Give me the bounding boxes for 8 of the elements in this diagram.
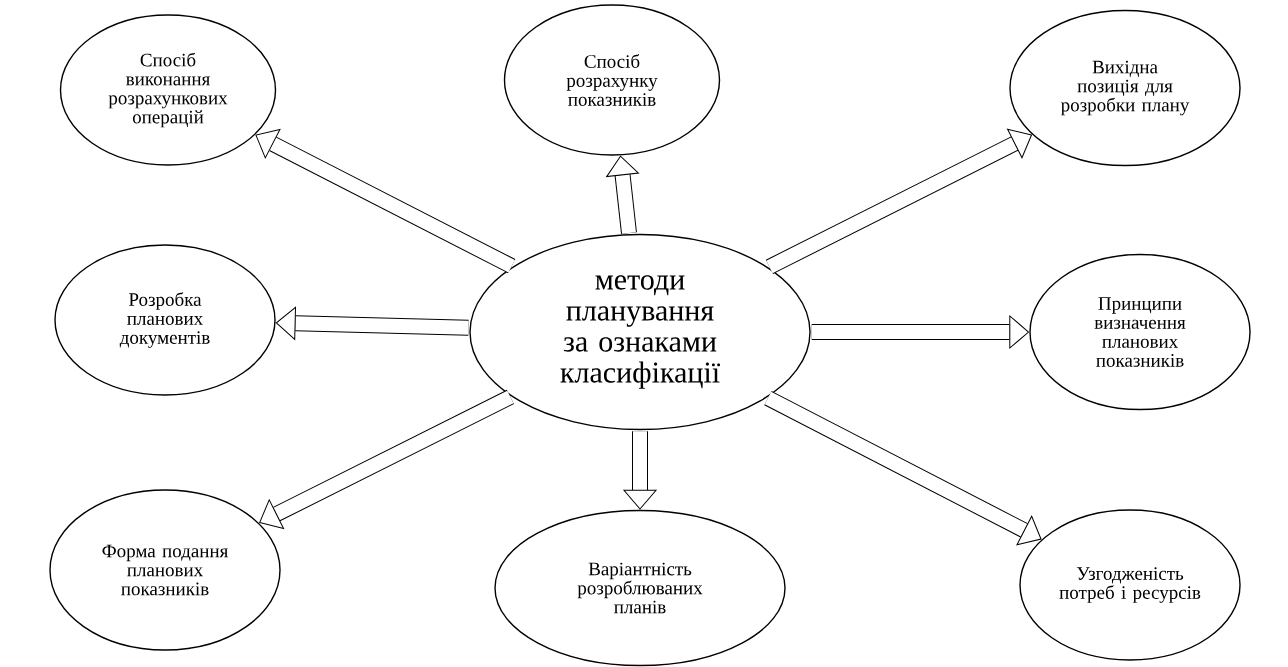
- block-arrow: [765, 128, 1032, 275]
- block-arrow: [623, 431, 657, 510]
- block-arrow: [275, 306, 469, 340]
- block-arrow: [259, 389, 514, 529]
- block-arrow: [606, 155, 639, 234]
- block-arrow: [811, 315, 1030, 349]
- block-arrow: [764, 390, 1042, 546]
- block-arrow: [255, 128, 516, 274]
